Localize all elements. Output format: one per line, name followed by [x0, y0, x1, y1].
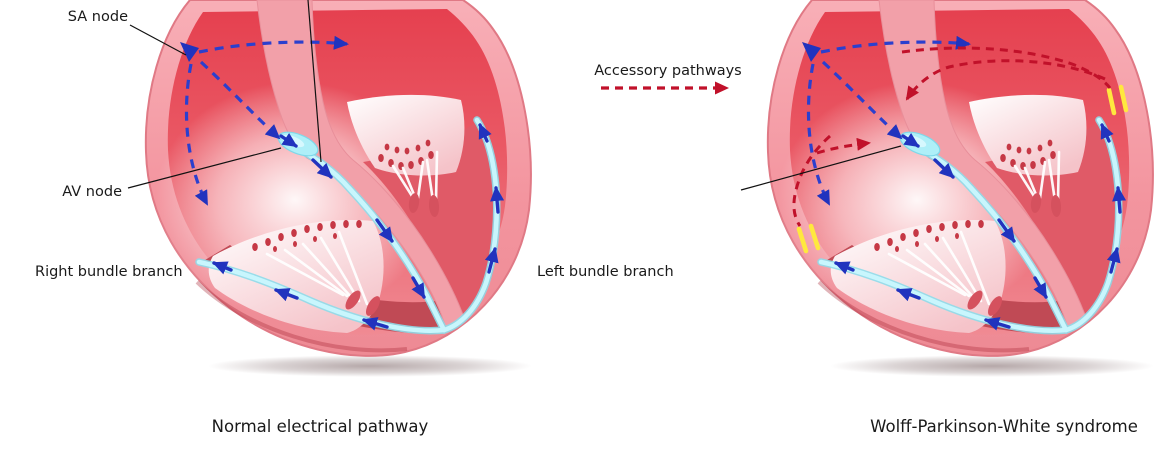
bundle-of-his-leader-line	[307, 0, 322, 163]
wpw-caption: Wolff-Parkinson-White syndrome	[870, 417, 1138, 436]
av-node-leader-line	[127, 147, 282, 189]
av-node-leader-line-right	[740, 145, 902, 191]
right-bundle-branch-label: Right bundle branch	[35, 264, 183, 280]
left-bundle-branch-label: Left bundle branch	[537, 264, 674, 280]
accessory-pathways-label: Accessory pathways	[594, 63, 742, 79]
av-node-label: AV node	[62, 184, 122, 200]
sa-node-label: SA node	[68, 9, 128, 25]
normal-pathway-caption: Normal electrical pathway	[212, 417, 429, 436]
accessory-site-yellow-bands	[796, 84, 1129, 254]
sa-node-leader-line	[129, 24, 187, 56]
wpw-heart-illustration	[768, 0, 1154, 377]
accessory-pathway-routes	[792, 46, 1112, 227]
normal-heart-illustration	[146, 0, 532, 377]
